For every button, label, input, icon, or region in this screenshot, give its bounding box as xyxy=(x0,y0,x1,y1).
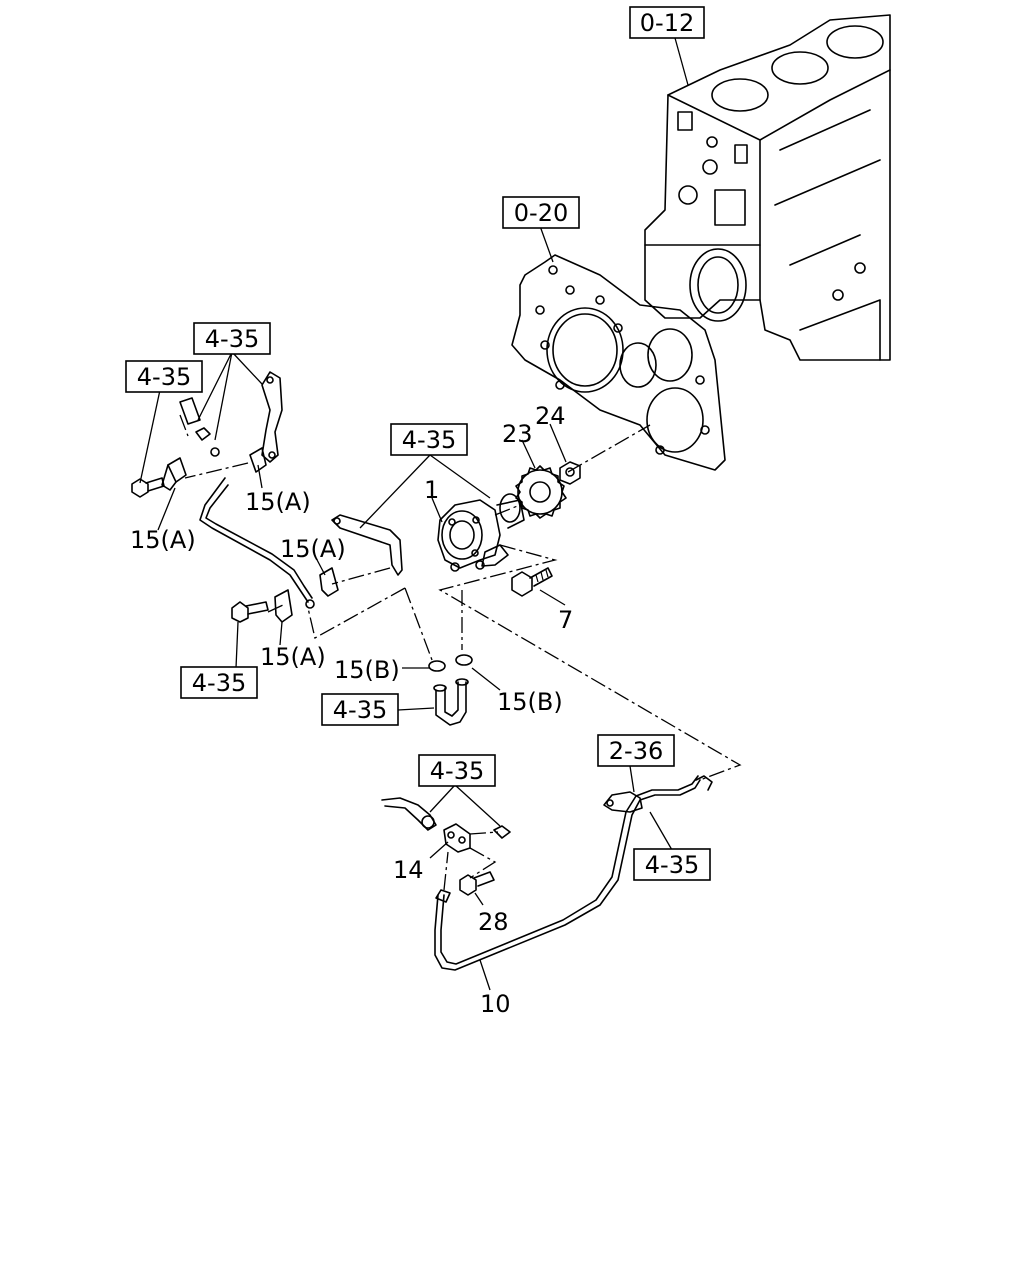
ref-4-35-bottom-left[interactable]: 4-35 xyxy=(180,666,258,699)
hose xyxy=(433,678,469,726)
ref-4-35-right[interactable]: 4-35 xyxy=(633,848,711,881)
o-ring xyxy=(499,493,521,523)
svg-text:4-35: 4-35 xyxy=(192,669,246,697)
label-part-1: 1 xyxy=(424,476,439,504)
svg-text:2-36: 2-36 xyxy=(609,737,663,765)
oil-pump xyxy=(437,499,525,572)
bracket-2-36 xyxy=(603,791,643,813)
ref-2-36[interactable]: 2-36 xyxy=(597,734,675,767)
bolt-left-upper xyxy=(131,477,165,498)
svg-text:0-12: 0-12 xyxy=(640,9,694,37)
ref-4-35-lower[interactable]: 4-35 xyxy=(418,754,496,787)
part-labels: 1 23 24 7 15(A) 15(A) 15(A) 15(A) 15(B) … xyxy=(130,402,573,1018)
label-part-15a-2: 15(A) xyxy=(130,526,196,554)
ref-4-35-left[interactable]: 4-35 xyxy=(125,360,203,393)
svg-text:4-35: 4-35 xyxy=(645,851,699,879)
washer-lower xyxy=(493,825,511,839)
svg-text:4-35: 4-35 xyxy=(205,325,259,353)
bolt-left-lower xyxy=(231,601,269,623)
label-part-15a-3: 15(A) xyxy=(280,535,346,563)
label-part-23: 23 xyxy=(502,420,533,448)
label-part-15b-2: 15(B) xyxy=(497,688,563,716)
label-part-15a-1: 15(A) xyxy=(245,488,311,516)
bolt-7 xyxy=(511,567,553,597)
clamp-15b-2 xyxy=(455,654,473,666)
label-part-15a-4: 15(A) xyxy=(260,643,326,671)
label-part-15b-1: 15(B) xyxy=(334,656,400,684)
svg-text:0-20: 0-20 xyxy=(514,199,568,227)
nut-24 xyxy=(559,461,581,485)
ref-4-35-top[interactable]: 4-35 xyxy=(193,322,271,355)
ref-4-35-pump[interactable]: 4-35 xyxy=(390,423,468,456)
clip-15a-4 xyxy=(274,589,293,623)
gear-case xyxy=(511,254,726,471)
bracket-upper xyxy=(261,371,283,463)
svg-text:4-35: 4-35 xyxy=(137,363,191,391)
clamp-15b-1 xyxy=(428,660,446,672)
assembly-lines xyxy=(179,414,742,891)
oil-pipe-10 xyxy=(434,775,713,971)
leader-lines xyxy=(139,37,689,991)
engine-block xyxy=(644,14,891,361)
ref-0-12[interactable]: 0-12 xyxy=(629,6,705,39)
gear-23 xyxy=(515,465,567,519)
hose-end-lower xyxy=(381,797,437,831)
ref-0-20[interactable]: 0-20 xyxy=(502,196,580,229)
oil-pipe-upper xyxy=(199,447,315,609)
label-part-10: 10 xyxy=(480,990,511,1018)
joint-14 xyxy=(443,823,471,853)
ref-4-35-hose[interactable]: 4-35 xyxy=(321,693,399,726)
svg-text:4-35: 4-35 xyxy=(430,757,484,785)
clip-15a-2 xyxy=(249,447,267,473)
label-part-7: 7 xyxy=(558,606,573,634)
svg-text:4-35: 4-35 xyxy=(333,696,387,724)
washer-left xyxy=(179,397,211,441)
clip-15a-1 xyxy=(161,457,187,491)
svg-text:4-35: 4-35 xyxy=(402,426,456,454)
label-part-24: 24 xyxy=(535,402,566,430)
label-part-14: 14 xyxy=(393,856,424,884)
label-part-28: 28 xyxy=(478,908,509,936)
clip-15a-3 xyxy=(319,567,339,597)
bolt-28 xyxy=(459,871,495,896)
